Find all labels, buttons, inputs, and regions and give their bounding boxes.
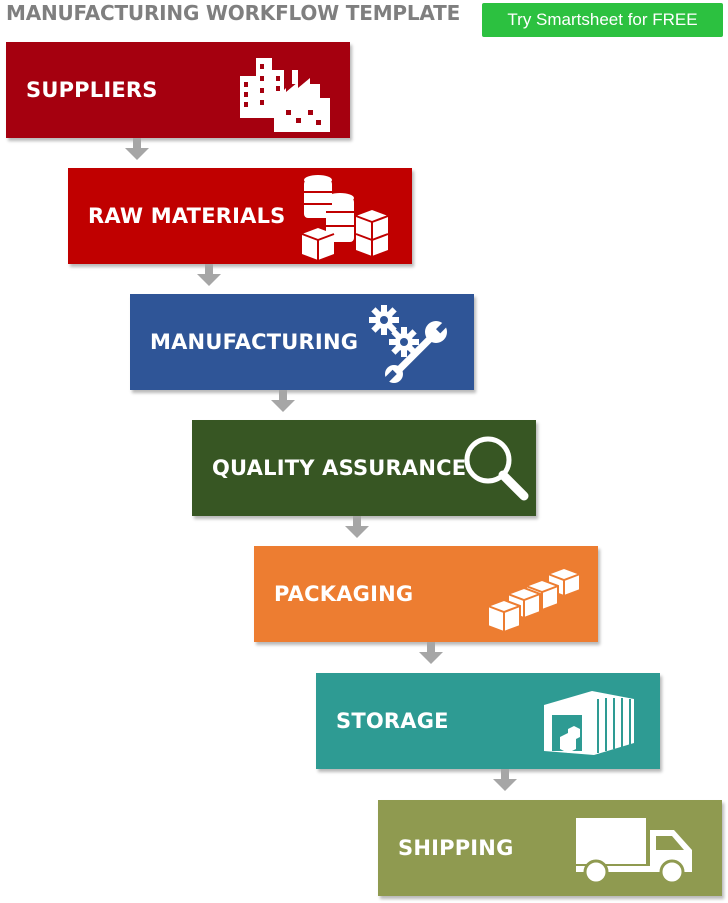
step-packaging: PACKAGING bbox=[254, 546, 598, 642]
flow-arrow bbox=[271, 390, 295, 412]
step-label: PACKAGING bbox=[274, 582, 414, 606]
try-smartsheet-button[interactable]: Try Smartsheet for FREE bbox=[482, 3, 723, 37]
gears-wrench-icon bbox=[369, 305, 449, 383]
step-label: MANUFACTURING bbox=[150, 330, 359, 354]
step-shipping: SHIPPING bbox=[378, 800, 722, 896]
magnifier-icon bbox=[464, 436, 529, 501]
flow-arrow bbox=[125, 138, 149, 160]
flow-arrow bbox=[493, 769, 517, 791]
materials-icon bbox=[301, 175, 389, 260]
step-manufacturing: MANUFACTURING bbox=[130, 294, 474, 390]
step-label: QUALITY ASSURANCE bbox=[212, 456, 467, 480]
step-label: SUPPLIERS bbox=[26, 78, 158, 102]
step-label: STORAGE bbox=[336, 709, 449, 733]
step-label: RAW MATERIALS bbox=[88, 204, 286, 228]
flow-arrow bbox=[197, 264, 221, 286]
factory-icon bbox=[240, 58, 330, 132]
truck-icon bbox=[576, 818, 692, 885]
boxes-icon bbox=[487, 566, 581, 634]
flow-arrow bbox=[419, 642, 443, 664]
step-storage: STORAGE bbox=[316, 673, 660, 769]
step-label: SHIPPING bbox=[398, 836, 514, 860]
warehouse-icon bbox=[544, 691, 634, 755]
flow-arrow bbox=[345, 516, 369, 538]
step-quality-assurance: QUALITY ASSURANCE bbox=[192, 420, 536, 516]
page-title: MANUFACTURING WORKFLOW TEMPLATE bbox=[6, 1, 461, 25]
step-suppliers: SUPPLIERS bbox=[6, 42, 350, 138]
step-raw-materials: RAW MATERIALS bbox=[68, 168, 412, 264]
